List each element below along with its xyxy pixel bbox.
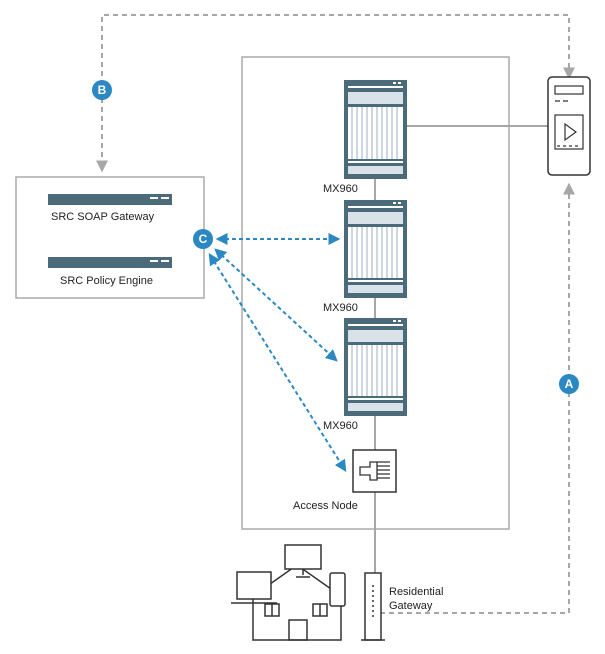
mx960-router-2 [344, 200, 407, 298]
badge-a: A [559, 374, 579, 394]
residential-gateway-label: Residential Gateway [389, 586, 444, 612]
path-a [381, 182, 575, 614]
access-node-icon [352, 449, 397, 493]
policy-engine-device [48, 257, 172, 268]
policy-engine-label: SRC Policy Engine [60, 275, 153, 287]
access-node-label: Access Node [293, 500, 358, 512]
badge-b: B [92, 80, 112, 100]
residential-gateway-icon [361, 572, 385, 641]
soap-gateway-label: SRC SOAP Gateway [51, 211, 155, 223]
router-1-label: MX960 [323, 183, 358, 195]
c-to-access-node [208, 252, 347, 473]
badge-c: C [193, 229, 213, 249]
soap-gateway-device [48, 194, 172, 205]
mx960-router-1 [344, 80, 407, 179]
router-3-label: MX960 [323, 420, 358, 432]
path-b [96, 14, 575, 173]
laptop-icon [231, 571, 277, 604]
desktop-monitor-icon [284, 544, 322, 578]
phone-icon [329, 572, 346, 607]
c-to-mx2 [214, 248, 338, 362]
router-2-label: MX960 [323, 302, 358, 314]
media-server-icon [547, 76, 591, 176]
mx960-router-3 [344, 318, 407, 416]
